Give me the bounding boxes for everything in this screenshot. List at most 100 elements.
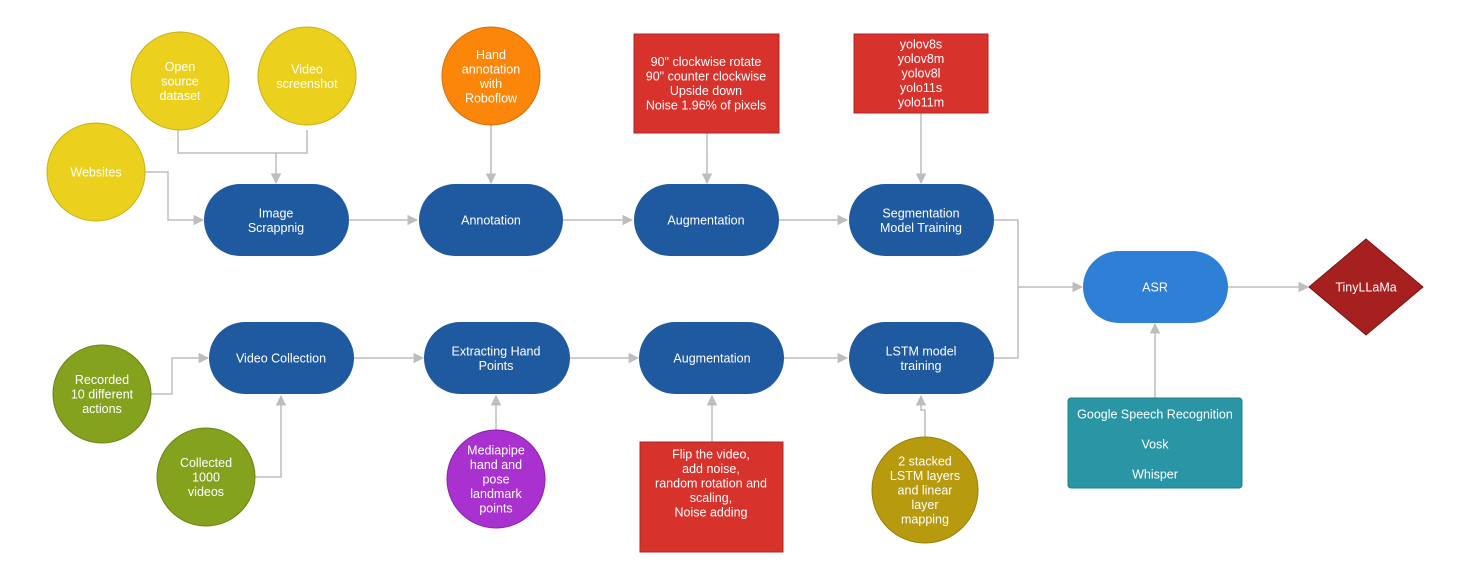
label-asr: ASR [1142,281,1168,295]
label-line: Model Training [880,221,962,235]
label-annotation: Annotation [461,214,521,228]
label-line: Hand [476,48,506,62]
label-video-collection: Video Collection [236,352,326,366]
label-augmentation-bottom: Augmentation [673,352,750,366]
label-line: with [479,77,502,91]
label-line: 90" clockwise rotate [651,55,762,69]
label-video-augmentations: Flip the video,add noise,random rotation… [655,448,767,520]
edge-video-screenshot-to-image-scraping [276,130,308,154]
label-line: hand and [470,458,522,472]
edges [145,113,1310,478]
label-line: 90" counter clockwise [646,69,767,83]
label-tinyllama: TinyLLaMa [1335,281,1396,295]
label-line: Open [165,60,196,74]
edge-collected-to-video-collection [255,394,287,478]
label-line: Google Speech Recognition [1077,408,1233,422]
node-websites: Websites [46,122,146,222]
node-video-collection: Video Collection [209,322,354,394]
label-line: 1000 [192,471,220,485]
label-line: training [901,359,942,373]
label-line: Whisper [1132,468,1178,482]
label-line: Collected [180,456,232,470]
node-augmentation-top: Augmentation [634,184,779,256]
label-line: TinyLLaMa [1335,281,1396,295]
edge-recorded-to-video-collection [151,352,210,395]
label-line: Flip the video, [672,448,750,462]
edge-segmentation-to-asr [994,219,1084,293]
node-video-augmentations: Flip the video,add noise,random rotation… [639,441,784,553]
label-line: pose [482,473,509,487]
label-line: points [479,502,512,516]
label-line: Mediapipe [467,444,525,458]
label-line: actions [82,402,122,416]
label-line: and linear [898,484,953,498]
label-line: Vosk [1141,438,1169,452]
label-line: LSTM layers [890,469,960,483]
label-line: Noise adding [675,506,748,520]
label-line: random rotation and [655,477,767,491]
node-annotation: Annotation [419,184,563,256]
label-line: landmark [470,487,522,501]
label-line: yolov8s [900,38,942,52]
label-line: yolov8m [898,52,945,66]
node-tinyllama: TinyLLaMa [1308,238,1424,336]
label-line: LSTM model [886,344,957,358]
label-line: Augmentation [667,214,744,228]
label-line: Scrappnig [248,221,304,235]
label-line: screenshot [276,77,338,91]
label-line: mapping [901,513,949,527]
node-augmentation-bottom: Augmentation [639,322,784,394]
label-line: Video Collection [236,352,326,366]
label-line: Websites [70,166,121,180]
label-line: Noise 1.96% of pixels [646,98,766,112]
label-line: Annotation [461,214,521,228]
label-line: Recorded [75,373,129,387]
label-line: Points [479,359,514,373]
label-line: 10 different [71,388,134,402]
label-line: yolo11s [900,81,942,95]
node-asr: ASR [1083,251,1228,323]
label-line: source [161,75,199,89]
label-websites: Websites [70,166,121,180]
label-line: 2 stacked [898,455,952,469]
label-augmentation-top: Augmentation [667,214,744,228]
label-line: Extracting Hand [452,344,541,358]
label-line: dataset [159,89,201,103]
label-line: Augmentation [673,352,750,366]
label-line: add noise, [682,462,740,476]
label-line: Image [259,206,294,220]
edge-open-source-to-image-scraping [177,130,282,185]
label-line: videos [188,485,224,499]
label-line: Upside down [670,84,742,98]
label-line: ASR [1142,281,1168,295]
label-line: Roboflow [465,91,518,105]
label-line: Segmentation [882,206,959,220]
edge-lstm-to-asr [994,287,1019,359]
label-line: layer [911,498,938,512]
